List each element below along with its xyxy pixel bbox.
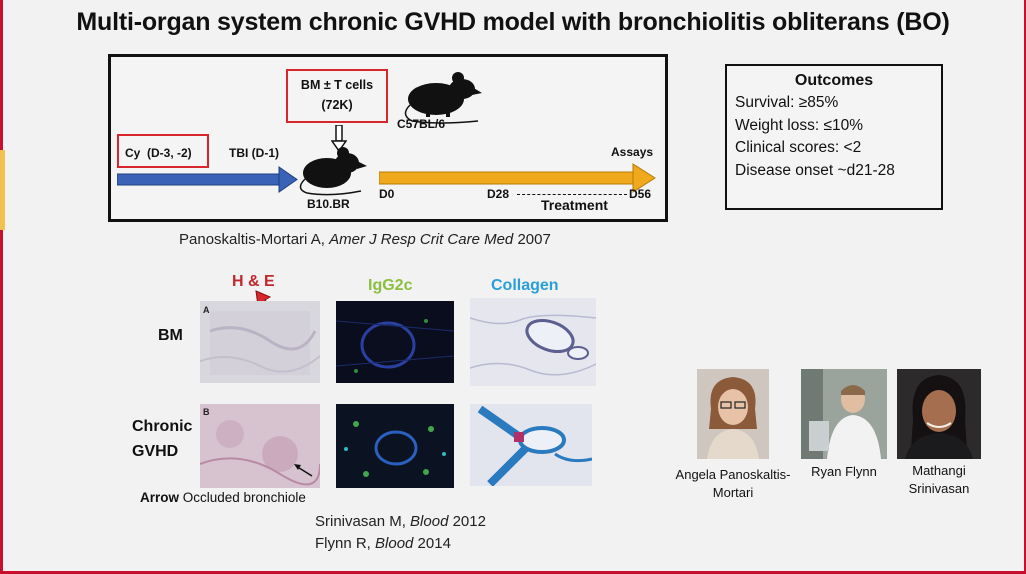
row-bm: BM (158, 327, 183, 344)
bm-t-cells-dose: (72K) (321, 98, 353, 112)
arrow-caption-bold: Arrow (140, 490, 180, 505)
treatment-dashes (517, 194, 627, 195)
slide-frame-right (1024, 0, 1026, 574)
donor-mouse-icon (404, 72, 482, 124)
person-angela-line2: Mortari (712, 485, 754, 500)
column-collagen: Collagen (491, 277, 559, 294)
person-mathangi-line1: Mathangi (912, 463, 966, 478)
recipient-strain: B10.BR (307, 197, 350, 211)
citation-main-journal: Amer J Resp Crit Care Med (329, 231, 514, 248)
slide-title: Multi-organ system chronic GVHD model wi… (76, 8, 950, 36)
column-he: H & E (232, 273, 275, 290)
image-bm-he: A (200, 301, 320, 383)
tbi-label: TBI (D-1) (229, 146, 279, 160)
down-arrow-icon (331, 125, 347, 153)
slide-frame-bottom (0, 571, 1026, 574)
image-bm-collagen (470, 298, 596, 386)
treatment-label: Treatment (541, 197, 608, 213)
citation-flynn-year: 2014 (413, 535, 451, 552)
image-bm-igg2c (336, 301, 454, 383)
photo-angela (697, 369, 769, 459)
day-28: D28 (487, 187, 510, 201)
outcomes-title: Outcomes (794, 72, 874, 89)
assays-label: Assays (611, 145, 654, 159)
column-igg2c: IgG2c (368, 277, 413, 294)
timeline-arrow (379, 163, 656, 193)
donor-strain: C57BL/6 (397, 117, 446, 131)
conditioning-arrow (117, 166, 298, 193)
person-ryan-line1: Ryan Flynn (811, 464, 877, 479)
person-mathangi-line2: Srinivasan (908, 481, 970, 496)
slide-frame-left (0, 0, 3, 574)
outcome-clinical-scores: Clinical scores: <2 (735, 139, 862, 156)
bm-t-cells-label: BM ± T cells (300, 78, 374, 92)
person-angela-name: Angela Panoskaltis- Mortari (660, 466, 806, 502)
slide-frame-accent (0, 150, 5, 230)
outcome-disease-onset: Disease onset ~d21-28 (735, 161, 895, 179)
citation-srinivasan-journal: Blood (410, 513, 449, 530)
row-gvhd: GVHD (132, 443, 179, 460)
cy-box: Cy (D-3, -2) (117, 134, 209, 168)
person-angela-line1: Angela Panoskaltis- (675, 467, 791, 482)
citation-flynn: Flynn R, Blood 2014 (315, 535, 451, 552)
recipient-mouse-icon (299, 147, 367, 196)
citation-main-author: Panoskaltis-Mortari A, (179, 231, 330, 248)
row-chronic: Chronic (132, 418, 193, 435)
citation-flynn-journal: Blood (375, 535, 414, 552)
citation-srinivasan: Srinivasan M, Blood 2012 (315, 513, 486, 530)
schema-box: BM ± T cells (72K) C57BL/6 Cy (D-3, -2) … (108, 54, 668, 222)
citation-flynn-author: Flynn R, (315, 535, 376, 552)
citation-main: Panoskaltis-Mortari A, Amer J Resp Crit … (179, 231, 551, 248)
outcome-weight-loss: Weight loss: ≤10% (735, 116, 863, 134)
day-0: D0 (379, 187, 395, 201)
image-cgvhd-collagen (470, 404, 592, 486)
bm-t-cells-box: BM ± T cells (72K) (286, 69, 388, 123)
citation-srinivasan-author: Srinivasan M, (315, 513, 411, 530)
panel-a-label: A (203, 305, 210, 315)
citation-main-year: 2007 (513, 231, 551, 248)
cy-label: Cy (D-3, -2) (125, 146, 192, 160)
panel-b-label: B (203, 407, 210, 417)
photo-mathangi (897, 369, 981, 459)
outcome-survival: Survival: ≥85% (735, 94, 839, 111)
citation-srinivasan-year: 2012 (448, 513, 486, 530)
person-mathangi-name: Mathangi Srinivasan (887, 462, 991, 498)
image-cgvhd-he: B (200, 404, 320, 488)
image-cgvhd-igg2c (336, 404, 454, 488)
day-56: D56 (629, 187, 652, 201)
arrow-caption: Arrow Occluded bronchiole (140, 490, 306, 505)
outcomes-box: Outcomes Survival: ≥85% Weight loss: ≤10… (725, 64, 943, 210)
person-ryan-name: Ryan Flynn (796, 463, 892, 481)
photo-ryan (801, 369, 887, 459)
arrow-caption-text: Occluded bronchiole (179, 490, 306, 505)
